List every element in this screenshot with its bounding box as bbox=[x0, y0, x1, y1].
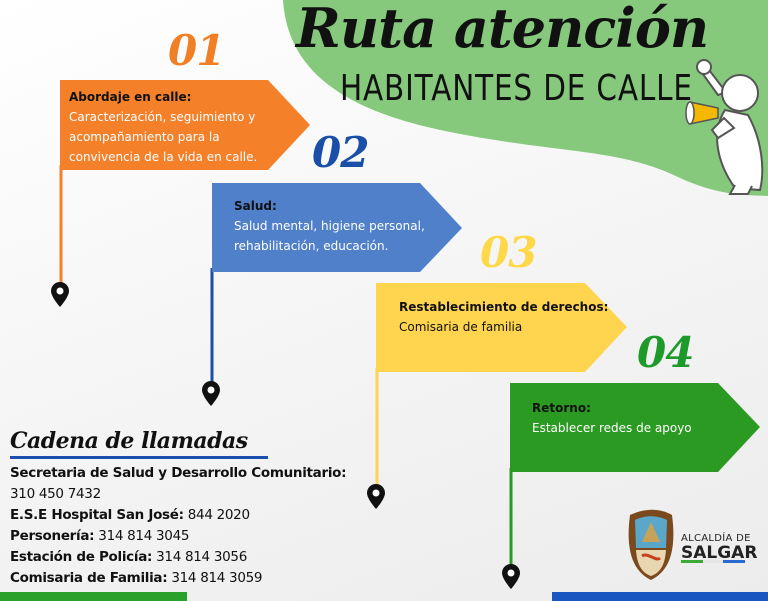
call-entry-name: Comisaria de Familia: bbox=[10, 570, 168, 586]
map-pin-icon bbox=[367, 484, 385, 509]
call-entry: E.S.E Hospital San José: 844 2020 bbox=[10, 505, 346, 526]
call-entry: 310 450 7432 bbox=[10, 484, 346, 505]
call-entry-phone: 844 2020 bbox=[187, 507, 250, 523]
salgar-coat-of-arms-logo bbox=[628, 509, 674, 580]
step-line: Establecer redes de apoyo bbox=[532, 421, 692, 435]
map-pin-icon bbox=[51, 282, 69, 307]
step-line: Caracterización, seguimiento y bbox=[69, 110, 256, 124]
step-02-text: Salud: Salud mental, higiene personal, r… bbox=[234, 196, 425, 256]
alcaldia-logo-text: ALCALDÍA DE SALGAR bbox=[681, 533, 757, 562]
page-title: Ruta atención bbox=[296, 0, 709, 60]
call-entry-phone: 314 814 3045 bbox=[98, 528, 190, 544]
call-entry-name: E.S.E Hospital San José: bbox=[10, 507, 184, 523]
call-chain-title: Cadena de llamadas bbox=[10, 426, 268, 459]
page-subtitle: HABITANTES DE CALLE bbox=[340, 68, 693, 109]
arrow-04 bbox=[510, 383, 760, 472]
step-03-text: Restablecimiento de derechos: Comisaria … bbox=[399, 297, 608, 337]
megaphone-icon bbox=[685, 101, 719, 125]
megaphone-figure-illustration bbox=[696, 59, 764, 195]
step-04-text: Retorno: Establecer redes de apoyo bbox=[532, 398, 692, 438]
map-pin-icon bbox=[502, 564, 520, 589]
map-pin-icon bbox=[202, 381, 220, 406]
call-entry: Comisaria de Familia: 314 814 3059 bbox=[10, 568, 346, 589]
footer-bar-blue bbox=[552, 592, 768, 601]
call-chain-section: Cadena de llamadas Secretaria de Salud y… bbox=[10, 426, 347, 589]
step-line: Salud mental, higiene personal, bbox=[234, 219, 425, 233]
step-label: Retorno: bbox=[532, 401, 591, 415]
step-number-03: 03 bbox=[480, 228, 537, 277]
green-blob bbox=[283, 0, 768, 196]
arrow-01 bbox=[60, 80, 310, 170]
call-entry: Secretaria de Salud y Desarrollo Comunit… bbox=[10, 463, 347, 484]
step-label: Abordaje en calle: bbox=[69, 90, 192, 104]
step-number-04: 04 bbox=[637, 328, 694, 377]
arrow-02 bbox=[212, 183, 462, 272]
arrow-03 bbox=[376, 283, 627, 372]
step-line: acompañamiento para la bbox=[69, 130, 220, 144]
call-entry-phone: 314 814 3059 bbox=[171, 570, 263, 586]
logo-tricolor-line bbox=[681, 560, 745, 563]
step-label: Salud: bbox=[234, 199, 277, 213]
step-label: Restablecimiento de derechos: bbox=[399, 300, 609, 314]
step-line: Comisaria de familia bbox=[399, 320, 523, 334]
call-entry-phone: 310 450 7432 bbox=[10, 486, 101, 502]
step-number-01: 01 bbox=[168, 26, 225, 75]
step-line: convivencia de la vida en calle. bbox=[69, 150, 258, 164]
call-entry-name: Personería: bbox=[10, 528, 95, 544]
call-entry-name: Estación de Policía: bbox=[10, 549, 153, 565]
footer-bar-green bbox=[0, 592, 187, 601]
call-entry: Estación de Policía: 314 814 3056 bbox=[10, 547, 346, 568]
call-entry: Personería: 314 814 3045 bbox=[10, 526, 346, 547]
step-line: rehabilitación, educación. bbox=[234, 239, 389, 253]
logo-line2: SALGAR bbox=[681, 543, 758, 563]
step-number-02: 02 bbox=[312, 128, 369, 177]
step-01-text: Abordaje en calle: Caracterización, segu… bbox=[69, 87, 257, 167]
call-entry-name: Secretaria de Salud y Desarrollo Comunit… bbox=[10, 465, 347, 481]
call-entry-phone: 314 814 3056 bbox=[156, 549, 247, 565]
logo-line1: ALCALDÍA DE bbox=[681, 533, 751, 544]
